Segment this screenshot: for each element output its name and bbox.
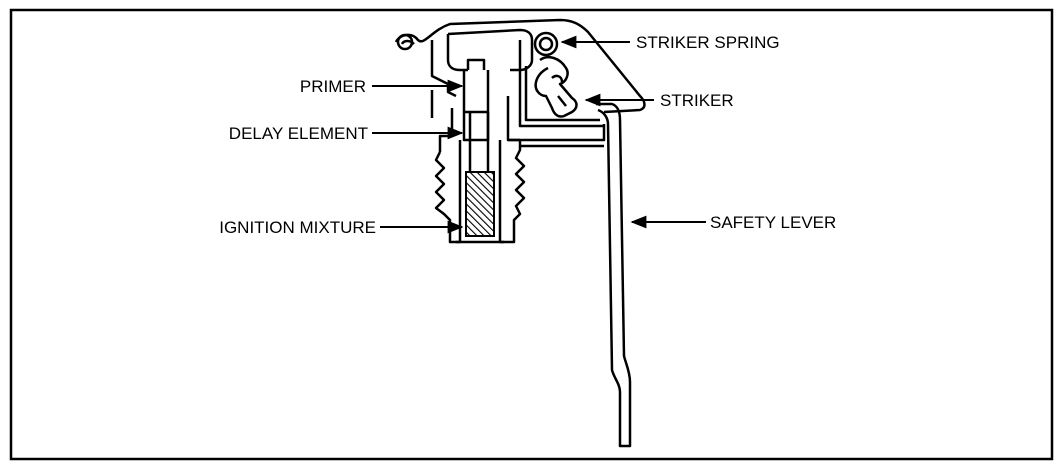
- label-delay-element: DELAY ELEMENT: [229, 124, 368, 143]
- fuze-body: [394, 18, 646, 244]
- leader-lines: [372, 35, 706, 234]
- label-striker: STRIKER: [660, 91, 734, 110]
- label-safety-lever: SAFETY LEVER: [710, 213, 836, 232]
- safety-lever: [596, 102, 632, 448]
- label-primer: PRIMER: [300, 77, 366, 96]
- label-ignition-mixture: IGNITION MIXTURE: [219, 218, 376, 237]
- ignition-mixture-fill: [465, 171, 495, 237]
- label-striker-spring: STRIKER SPRING: [636, 33, 780, 52]
- diagram-border: [9, 8, 1054, 461]
- striker-housing: [518, 31, 604, 128]
